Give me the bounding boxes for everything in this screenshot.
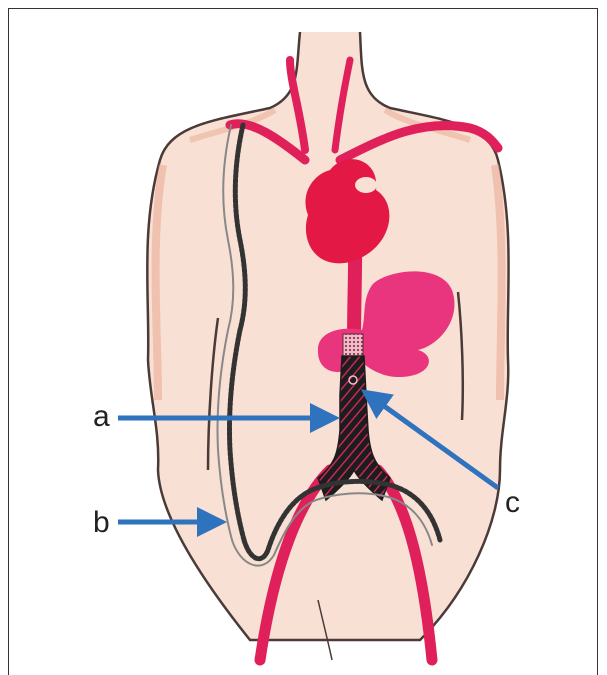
label-c: c [505,488,520,518]
label-a: a [93,402,110,432]
label-b: b [93,508,110,538]
